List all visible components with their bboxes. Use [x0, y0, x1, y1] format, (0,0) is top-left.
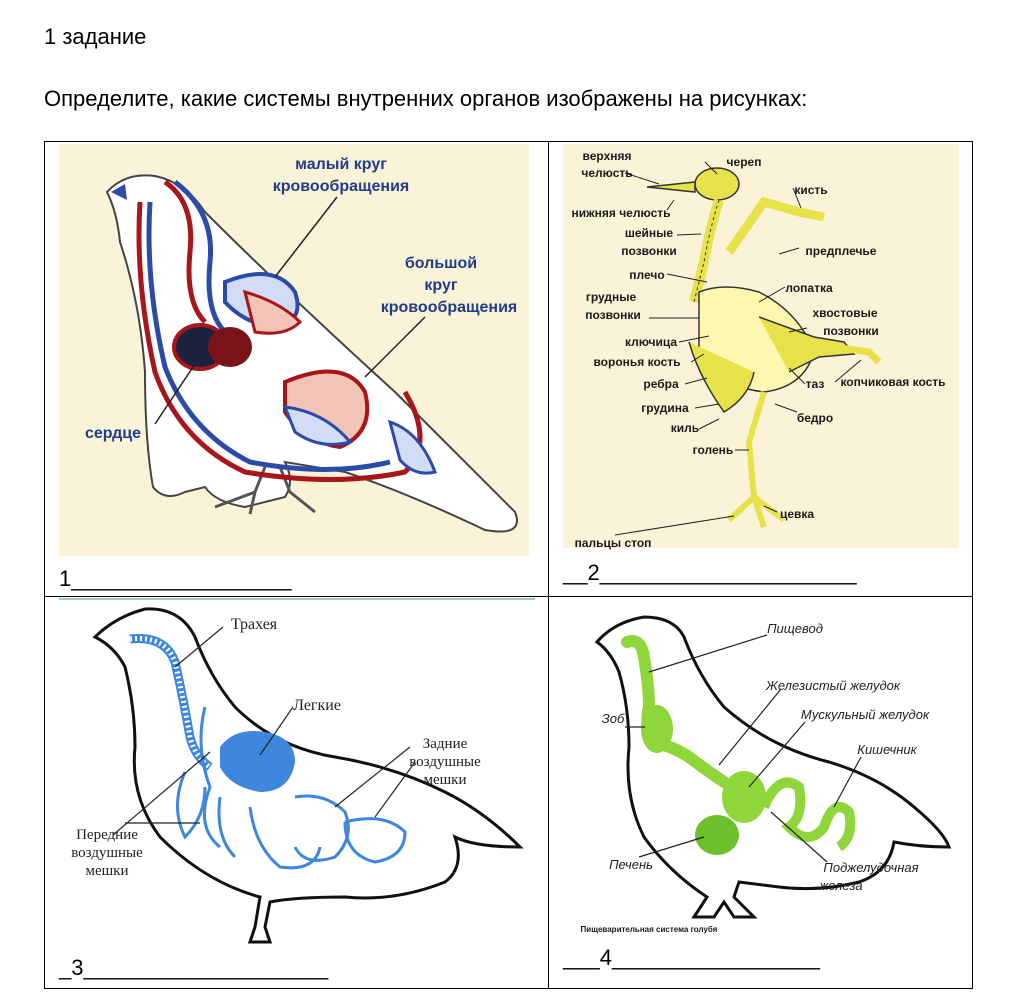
- label-big-circle-1: большой: [405, 255, 477, 272]
- lung-network-red: [242, 289, 303, 335]
- neck-segments: [693, 199, 720, 303]
- label-ribs: ребра: [643, 377, 679, 391]
- label-clavicle: ключица: [625, 335, 677, 349]
- body-organ-blue: [282, 405, 353, 446]
- vein-path: [146, 201, 391, 472]
- label-front-3: мешки: [85, 863, 128, 879]
- label-lungs: Легкие: [293, 697, 341, 714]
- stomach-shape: [722, 771, 766, 823]
- answer-line-2[interactable]: __2_____________________: [563, 560, 857, 585]
- label-big-circle-3: кровообращения: [381, 299, 518, 316]
- leader-heart: [154, 363, 196, 425]
- leader-big-circle: [364, 316, 426, 378]
- answer-line-1[interactable]: 1__________________: [59, 566, 292, 591]
- heart-right: [208, 327, 252, 367]
- label-tail-1: хвостовые: [812, 306, 877, 320]
- figures-table: малый круг кровообращения большой круг к…: [44, 141, 973, 989]
- skeleton-leader-lines: [614, 161, 862, 536]
- label-skull: череп: [727, 155, 762, 169]
- vein-upper: [173, 180, 227, 334]
- intestine-loops: [759, 777, 856, 852]
- label-gland-stomach: Железистый желудок: [765, 678, 901, 693]
- skeleton-diagram: верхняя челюсть череп кисть нижняя челюс…: [563, 144, 959, 550]
- tail-organ: [387, 419, 437, 475]
- beak-bone: [646, 181, 696, 193]
- label-small-circle-1: малый круг: [295, 156, 387, 173]
- respiratory-diagram: Трахея Легкие Задние воздушные мешки Пер…: [59, 598, 535, 944]
- label-pelvis: таз: [806, 377, 825, 391]
- liver-shape: [695, 815, 739, 855]
- label-femur: бедро: [797, 411, 833, 425]
- label-intestine: Кишечник: [857, 742, 917, 757]
- task-question: Определите, какие системы внутренних орг…: [44, 86, 808, 111]
- label-rear-3: мешки: [423, 772, 466, 788]
- label-pancreas-2: железа: [818, 878, 862, 893]
- label-pygostyle: копчиковая кость: [840, 375, 945, 389]
- label-keel: киль: [671, 421, 699, 435]
- label-lower-jaw: нижняя челюсть: [572, 206, 671, 220]
- beak-shape: [111, 184, 127, 200]
- skull-shape: [694, 167, 740, 201]
- label-heart: сердце: [85, 425, 141, 442]
- label-tibia: голень: [693, 443, 734, 457]
- tail-bones: [833, 343, 882, 365]
- trachea-rings: [129, 635, 212, 770]
- label-crop: Зоб: [602, 711, 625, 726]
- label-coracoid: воронья кость: [593, 355, 680, 369]
- label-trachea: Трахея: [231, 616, 278, 633]
- bird-outline: [92, 607, 524, 944]
- answer-line-3[interactable]: _3____________________: [59, 955, 329, 980]
- label-esophagus: Пищевод: [767, 621, 823, 636]
- label-neck-2: позвонки: [621, 244, 677, 258]
- label-scapula: лопатка: [785, 281, 833, 295]
- cell-digestive: Пищевод Железистый желудок Мускульный же…: [549, 597, 973, 989]
- sternum-keel: [688, 341, 755, 413]
- label-toes: пальцы стоп: [575, 536, 652, 550]
- respiratory-leader-lines: [112, 626, 416, 836]
- air-sacs: [176, 706, 407, 870]
- cell-skeleton: верхняя челюсть череп кисть нижняя челюс…: [549, 142, 973, 596]
- label-pancreas-1: Поджелудочная: [823, 860, 918, 875]
- label-liver: Печень: [609, 857, 653, 872]
- label-hand: кисть: [794, 183, 827, 197]
- label-tarsus: цевка: [780, 507, 814, 521]
- digestive-diagram: Пищевод Железистый желудок Мускульный же…: [581, 615, 952, 934]
- label-front-2: воздушные: [71, 845, 143, 861]
- label-upper-jaw-1: верхняя: [583, 149, 632, 163]
- label-forearm: предплечье: [806, 244, 877, 258]
- label-tail-2: позвонки: [823, 324, 879, 338]
- circulatory-diagram: малый круг кровообращения большой круг к…: [59, 144, 529, 556]
- task-title: 1 задание: [44, 24, 147, 49]
- lungs-shape: [220, 731, 295, 792]
- table-divider-horizontal: [45, 596, 972, 597]
- label-rear-2: воздушные: [409, 754, 481, 770]
- cell-circulatory: малый круг кровообращения большой круг к…: [45, 142, 548, 596]
- label-upper-jaw-2: челюсть: [581, 166, 632, 180]
- label-small-circle-2: кровообращения: [273, 178, 410, 195]
- label-thoracic-1: грудные: [586, 290, 637, 304]
- label-shoulder: плечо: [629, 268, 664, 282]
- label-rear-1: Задние: [423, 736, 468, 752]
- bird-outline: [594, 615, 952, 919]
- cell-respiratory: Трахея Легкие Задние воздушные мешки Пер…: [45, 597, 548, 989]
- digestive-leader-lines: [625, 634, 862, 863]
- label-front-1: Передние: [76, 827, 138, 843]
- answer-line-4[interactable]: ___4_________________: [563, 945, 820, 970]
- label-sternum: грудина: [641, 401, 689, 415]
- label-thoracic-2: позвонки: [585, 308, 641, 322]
- leader-small-circle: [274, 196, 338, 278]
- label-muscle-stomach: Мускульный желудок: [801, 707, 930, 722]
- crop-shape: [641, 705, 673, 753]
- wing-bones: [725, 196, 825, 255]
- label-neck-1: шейные: [625, 226, 674, 240]
- label-big-circle-2: круг: [424, 277, 457, 294]
- table-divider-vertical: [548, 142, 549, 988]
- digestive-caption: Пищеварительная система голубя: [581, 925, 718, 934]
- artery-upper: [163, 179, 207, 324]
